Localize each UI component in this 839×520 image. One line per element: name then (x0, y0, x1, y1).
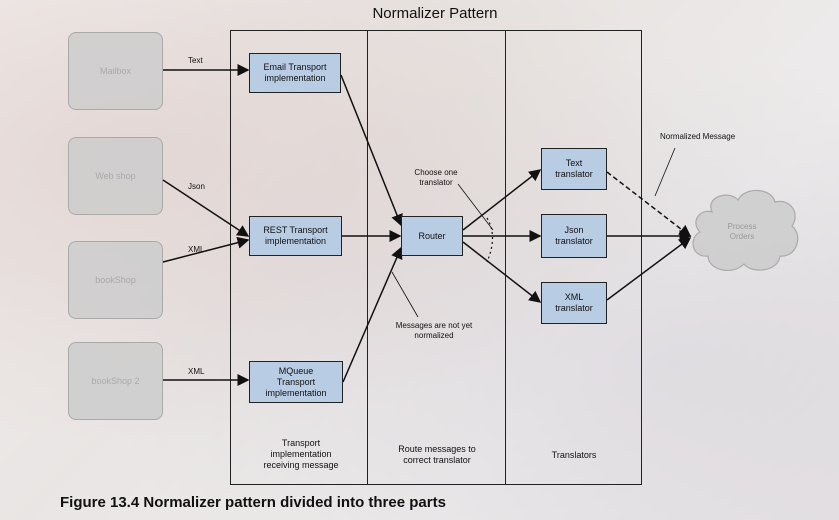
router-node: Router (401, 216, 463, 256)
edge-xml-cloud (606, 237, 692, 301)
mqueue-transport-node: MQueue Transport implementation (249, 361, 343, 403)
figure-caption: Figure 13.4 Normalizer pattern divided i… (60, 494, 446, 511)
edge-label-json: Json (188, 182, 205, 191)
edge-router-xml (462, 241, 542, 303)
edge-label-xml-2: XML (188, 367, 205, 376)
note-not-normalized: Messages are not yet normalized (395, 321, 473, 340)
email-transport-node: Email Transport implementation (249, 53, 341, 93)
xml-translator-node: XML translator (541, 282, 607, 324)
pointer-normalized (654, 147, 676, 197)
text-translator-node: Text translator (541, 148, 607, 190)
edge-text-cloud (606, 171, 692, 237)
pattern-frame (230, 30, 642, 485)
source-bookshop: bookShop (68, 241, 163, 319)
edge-label-xml-1: XML (188, 245, 205, 254)
pointer-choose (457, 183, 494, 231)
json-translator-node: Json translator (541, 214, 607, 258)
source-webshop-label: Web shop (95, 171, 136, 181)
source-bookshop2: bookShop 2 (68, 342, 163, 420)
diagram-title: Normalizer Pattern (372, 5, 498, 22)
edge-label-text: Text (188, 56, 203, 65)
column-divider-2 (505, 30, 506, 485)
choice-arc (486, 217, 494, 263)
edge-webshop-rest (162, 179, 250, 237)
column-label-route: Route messages to correct translator (398, 444, 476, 465)
edge-bookshop-rest (162, 236, 250, 263)
source-webshop: Web shop (68, 137, 163, 215)
note-choose-translator: Choose one translator (414, 168, 458, 187)
edge-router-text (462, 169, 542, 231)
edge-label-normalized: Normalized Message (660, 132, 736, 141)
source-bookshop-label: bookShop (95, 275, 136, 285)
process-orders-cloud (692, 189, 799, 272)
pointer-not-normalized (391, 271, 419, 318)
column-divider-1 (367, 30, 368, 485)
source-mailbox-label: Mailbox (99, 66, 131, 76)
column-label-transport: Transport implementation receiving messa… (263, 438, 339, 470)
source-mailbox: Mailbox (68, 32, 163, 110)
column-label-translators: Translators (551, 450, 597, 460)
process-orders-label: Process Orders (727, 222, 757, 241)
edge-mqueue-router (342, 246, 403, 383)
rest-transport-node: REST Transport implementation (249, 216, 342, 256)
source-bookshop2-label: bookShop 2 (91, 376, 140, 386)
edge-email-router (340, 74, 403, 227)
